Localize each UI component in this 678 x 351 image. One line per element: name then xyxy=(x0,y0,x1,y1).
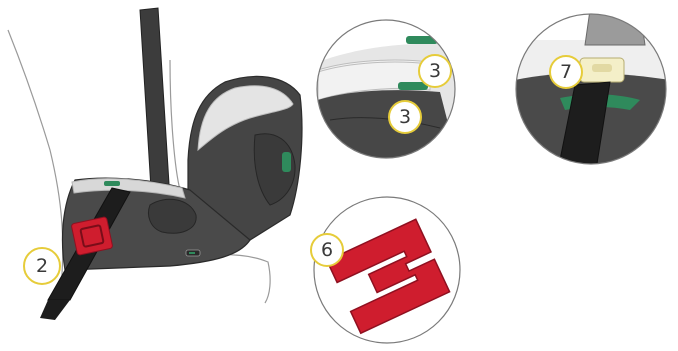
step-3-upper-callout: 3 xyxy=(419,55,451,87)
detail-shoulder-guide: 7 xyxy=(500,10,678,170)
step-3-lower-label: 3 xyxy=(399,106,411,128)
detail-belt-guides: 3 3 xyxy=(300,20,460,170)
shoulder-guide-green xyxy=(282,152,291,172)
detail-lock-off-clip: 6 xyxy=(311,197,460,343)
step-3-upper-label: 3 xyxy=(429,60,441,82)
belt-guide-green xyxy=(104,181,120,186)
base-indicator-green xyxy=(189,252,195,254)
step-6-label: 6 xyxy=(321,239,333,261)
step-2-label: 2 xyxy=(36,255,48,277)
step-7-callout: 7 xyxy=(550,56,582,88)
lock-off-clip-icon xyxy=(71,217,113,256)
lap-belt-lower xyxy=(40,300,70,320)
step-2-callout: 2 xyxy=(24,248,60,284)
step-6-callout: 6 xyxy=(311,234,343,266)
step-3-lower-callout: 3 xyxy=(389,101,421,133)
step-7-label: 7 xyxy=(560,61,572,83)
shoulder-belt xyxy=(140,8,170,205)
main-seat-illustration: 2 xyxy=(8,8,302,320)
